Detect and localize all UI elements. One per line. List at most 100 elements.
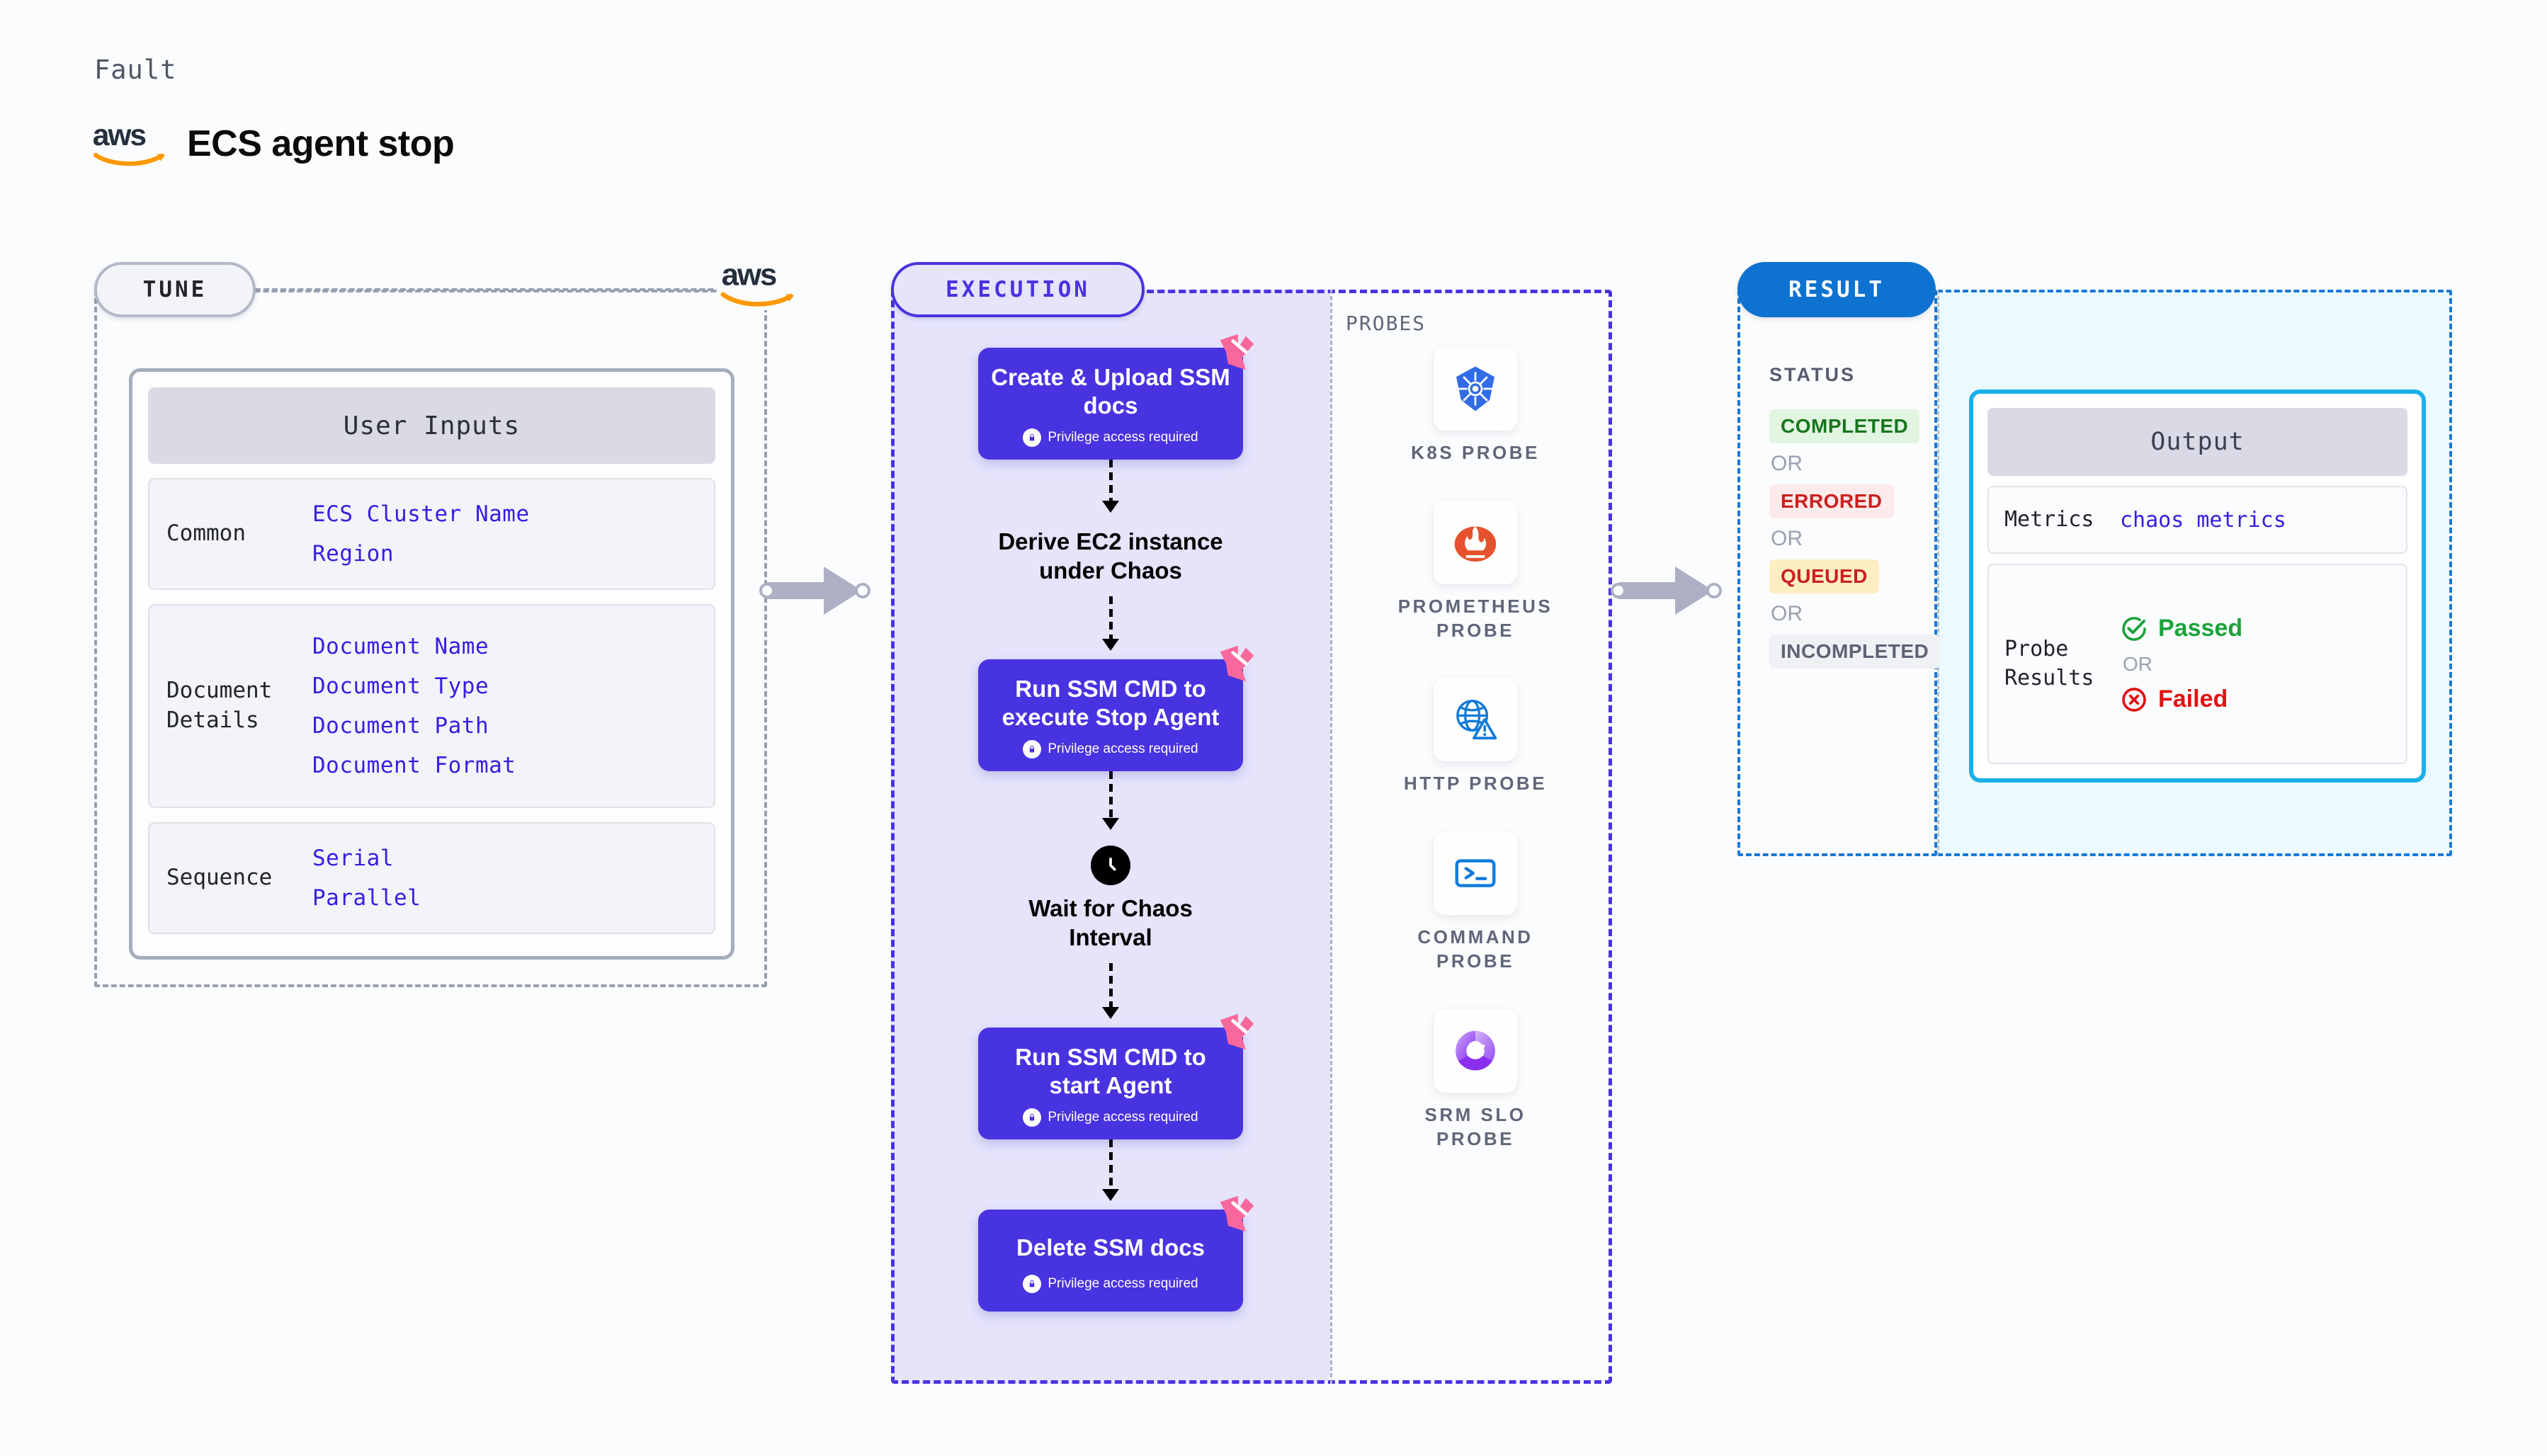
node-title: Run SSM CMD to start Agent xyxy=(1015,1044,1206,1099)
probe-label: SRM SLO PROBE xyxy=(1424,1103,1526,1149)
output-label-metrics: Metrics xyxy=(2004,506,2094,532)
input-field-parallel[interactable]: Parallel xyxy=(312,885,421,911)
connector-arrow xyxy=(1102,1007,1119,1019)
status-label: STATUS xyxy=(1769,364,1856,385)
group-items: Serial Parallel xyxy=(312,846,421,911)
connector-arrow xyxy=(1102,817,1119,830)
fault-label: Fault xyxy=(94,55,177,85)
probe-label: HTTP PROBE xyxy=(1403,773,1548,795)
node-privilege-note: Privilege access required xyxy=(991,739,1230,758)
execution-node-create-upload-ssm-docs[interactable]: Create & Upload SSM docs Privilege acces… xyxy=(978,334,1254,460)
execution-badge[interactable]: EXECUTION xyxy=(891,262,1145,317)
harness-logo-icon xyxy=(1220,334,1254,370)
kubernetes-icon xyxy=(1434,347,1517,431)
harness-logo-icon xyxy=(1220,1013,1254,1050)
arrow-execution-to-result xyxy=(1611,567,1732,615)
connector-line xyxy=(1108,770,1113,818)
probe-result-failed: Failed xyxy=(2120,686,2242,714)
input-field-document-type[interactable]: Document Type xyxy=(312,673,489,699)
failed-text: Failed xyxy=(2158,686,2228,712)
probe-label: PROMETHEUS PROBE xyxy=(1397,595,1553,641)
terminal-icon xyxy=(1434,831,1517,916)
execution-node-derive-ec2-instance: Derive EC2 instance under Chaos xyxy=(983,527,1238,586)
probe-label: K8S PROBE xyxy=(1411,442,1540,463)
input-field-serial[interactable]: Serial xyxy=(312,846,394,871)
group-label: Document Details xyxy=(166,678,273,733)
execution-node-delete-ssm-docs[interactable]: Delete SSM docs Privilege access require… xyxy=(978,1195,1254,1312)
input-field-region[interactable]: Region xyxy=(312,541,394,567)
http-globe-warning-icon xyxy=(1434,678,1517,762)
connector-arrow xyxy=(1102,1188,1119,1201)
probe-result-values: Passed OR Failed xyxy=(2120,615,2242,714)
user-inputs-title: User Inputs xyxy=(148,387,715,464)
status-badge-incompleted: INCOMPLETED xyxy=(1769,635,1941,669)
harness-logo-icon xyxy=(1220,1195,1254,1232)
node-privilege-note: Privilege access required xyxy=(991,1274,1230,1293)
probe-prometheus[interactable]: PROMETHEUS PROBE xyxy=(1383,500,1567,643)
tune-connector-line xyxy=(255,288,765,291)
connector-line xyxy=(1108,963,1113,1007)
input-field-ecs-cluster-name[interactable]: ECS Cluster Name xyxy=(312,501,530,527)
input-field-document-path[interactable]: Document Path xyxy=(312,713,489,739)
output-row-metrics: Metrics chaos metrics xyxy=(1987,486,2407,554)
probes-divider xyxy=(1330,290,1332,1384)
svg-text:aws: aws xyxy=(722,258,776,292)
group-label: Common xyxy=(166,521,246,547)
page-title: ECS agent stop xyxy=(187,123,455,164)
connector-arrow xyxy=(1102,500,1119,513)
probe-srm-slo[interactable]: SRM SLO PROBE xyxy=(1383,1008,1567,1151)
probe-k8s[interactable]: K8S PROBE xyxy=(1383,347,1567,465)
connector-line xyxy=(1108,596,1113,639)
group-items: ECS Cluster Name Region xyxy=(312,501,530,567)
node-title: Create & Upload SSM docs xyxy=(991,364,1230,419)
check-circle-icon xyxy=(2122,616,2146,641)
execution-node-run-ssm-cmd-start-agent[interactable]: Run SSM CMD to start Agent Privilege acc… xyxy=(978,1013,1254,1139)
arrow-tune-to-execution xyxy=(759,567,880,615)
clock-icon xyxy=(1091,845,1130,885)
node-title: Wait for Chaos Interval xyxy=(1028,894,1193,950)
lock-icon xyxy=(1023,428,1042,447)
fault-title-row: aws ECS agent stop xyxy=(92,120,455,167)
input-group-common: Common ECS Cluster Name Region xyxy=(148,478,715,590)
connector-line xyxy=(1108,1139,1113,1189)
tune-badge[interactable]: TUNE xyxy=(94,262,256,317)
output-title: Output xyxy=(1987,408,2407,476)
status-badge-completed: COMPLETED xyxy=(1769,409,1920,443)
probes-list: K8S PROBE PROMETHEUS PROBE xyxy=(1339,347,1612,1151)
lock-icon xyxy=(1023,1108,1042,1127)
probe-http[interactable]: HTTP PROBE xyxy=(1383,678,1567,796)
status-or-3: OR xyxy=(1771,602,1803,625)
group-label: Sequence xyxy=(166,865,273,891)
result-badge[interactable]: RESULT xyxy=(1737,262,1936,317)
execution-node-list: Create & Upload SSM docs Privilege acces… xyxy=(891,290,1330,1384)
tune-region xyxy=(94,290,767,987)
status-badge-queued: QUEUED xyxy=(1769,559,1879,593)
group-items: Document Name Document Type Document Pat… xyxy=(312,634,516,778)
input-field-document-format[interactable]: Document Format xyxy=(312,753,516,778)
node-title: Run SSM CMD to execute Stop Agent xyxy=(1002,676,1220,731)
aws-logo-icon: aws xyxy=(717,257,795,310)
passed-text: Passed xyxy=(2158,615,2243,642)
privilege-text: Privilege access required xyxy=(1048,1109,1198,1125)
svg-text:aws: aws xyxy=(93,120,146,152)
input-group-document-details: Document Details Document Name Document … xyxy=(148,604,715,808)
prometheus-icon xyxy=(1434,500,1517,584)
output-card: Output Metrics chaos metrics Probe Resul… xyxy=(1969,389,2426,783)
privilege-text: Privilege access required xyxy=(1048,1275,1198,1291)
probe-command[interactable]: COMMAND PROBE xyxy=(1383,831,1567,974)
harness-logo-icon xyxy=(1220,645,1254,682)
input-group-sequence: Sequence Serial Parallel xyxy=(148,822,715,934)
status-badge-errored: ERRORED xyxy=(1769,484,1894,518)
probe-result-or: OR xyxy=(2123,652,2152,675)
node-privilege-note: Privilege access required xyxy=(991,1108,1230,1127)
output-value-chaos-metrics[interactable]: chaos metrics xyxy=(2120,507,2286,533)
output-row-probe-results: Probe Results Passed OR Fai xyxy=(1987,564,2407,764)
execution-node-run-ssm-cmd-stop-agent[interactable]: Run SSM CMD to execute Stop Agent Privil… xyxy=(978,645,1254,771)
status-or-1: OR xyxy=(1771,452,1803,475)
node-title: Derive EC2 instance under Chaos xyxy=(998,528,1223,584)
connector-arrow xyxy=(1102,639,1119,651)
x-circle-icon xyxy=(2122,687,2146,712)
execution-node-wait-for-chaos-interval: Wait for Chaos Interval xyxy=(994,845,1227,952)
input-field-document-name[interactable]: Document Name xyxy=(312,634,489,659)
node-privilege-note: Privilege access required xyxy=(991,428,1230,447)
